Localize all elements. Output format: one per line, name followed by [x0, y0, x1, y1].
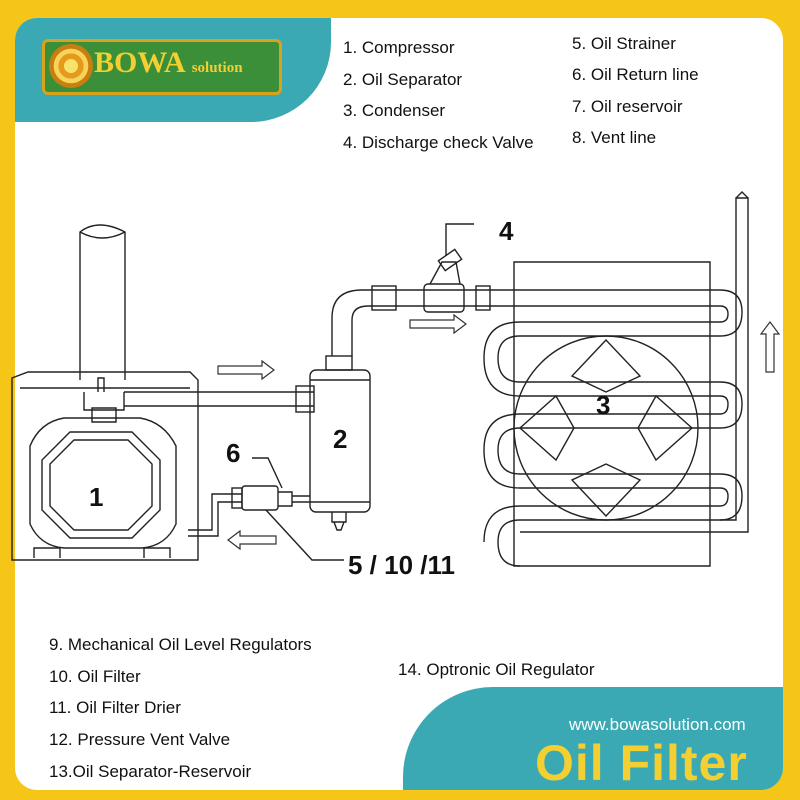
oil-return-line: [188, 485, 310, 537]
logo-sun-icon: [49, 44, 93, 88]
suction-pipe: [79, 224, 126, 380]
leader-line-5: [265, 509, 344, 561]
legend-item: 2. Oil Separator: [343, 70, 463, 89]
legend-item: 8. Vent line: [572, 128, 657, 147]
footer-banner: [403, 687, 783, 790]
label-check-valve: 4: [499, 216, 514, 246]
check-valve: [423, 248, 465, 313]
legend-item: 9. Mechanical Oil Level Regulators: [49, 635, 312, 654]
oil-separator: [309, 355, 371, 531]
label-strainer-filter: 5 / 10 /11: [348, 550, 455, 580]
content-card: BOWA solution 1. Compressor 2. Oil Separa…: [15, 18, 783, 790]
product-title: Oil Filter: [535, 735, 748, 790]
label-separator: 2: [333, 424, 347, 454]
logo-name: BOWA: [94, 46, 186, 79]
leader-line-6: [252, 457, 283, 489]
legend-item: 12. Pressure Vent Valve: [49, 730, 231, 749]
legend-item: 7. Oil reservoir: [572, 97, 683, 116]
website-url: www.bowasolution.com: [569, 715, 746, 734]
brand-logo: BOWA solution: [42, 39, 282, 95]
logo-header: BOWA solution: [15, 18, 331, 122]
logo-suffix: solution: [191, 60, 243, 76]
flow-arrow-up: [759, 321, 781, 373]
leader-line-4: [445, 223, 474, 256]
legend-extra: 14. Optronic Oil Regulator: [398, 660, 595, 679]
legend-item: 11. Oil Filter Drier: [49, 698, 181, 717]
label-compressor: 1: [89, 482, 103, 512]
flow-arrow-right: [409, 313, 467, 335]
label-condenser: 3: [596, 390, 610, 420]
legend-item: 5. Oil Strainer: [572, 34, 676, 53]
logo-wordmark: BOWA solution: [94, 46, 243, 80]
condenser: [483, 261, 743, 567]
legend-item: 1. Compressor: [343, 38, 455, 57]
legend-item: 4. Discharge check Valve: [343, 133, 534, 152]
legend-item: 10. Oil Filter: [49, 667, 141, 686]
discharge-pipe: [97, 377, 315, 413]
legend-item: 6. Oil Return line: [572, 65, 699, 84]
flow-arrow-left: [227, 529, 277, 551]
legend-item: 3. Condenser: [343, 101, 446, 120]
legend-item: 13.Oil Separator-Reservoir: [49, 762, 252, 781]
flow-arrow-right: [217, 359, 275, 381]
label-return-line: 6: [226, 438, 240, 468]
compressor: [11, 371, 199, 561]
discharge-line-to-condenser: [331, 285, 506, 356]
vent-line: [520, 191, 749, 533]
